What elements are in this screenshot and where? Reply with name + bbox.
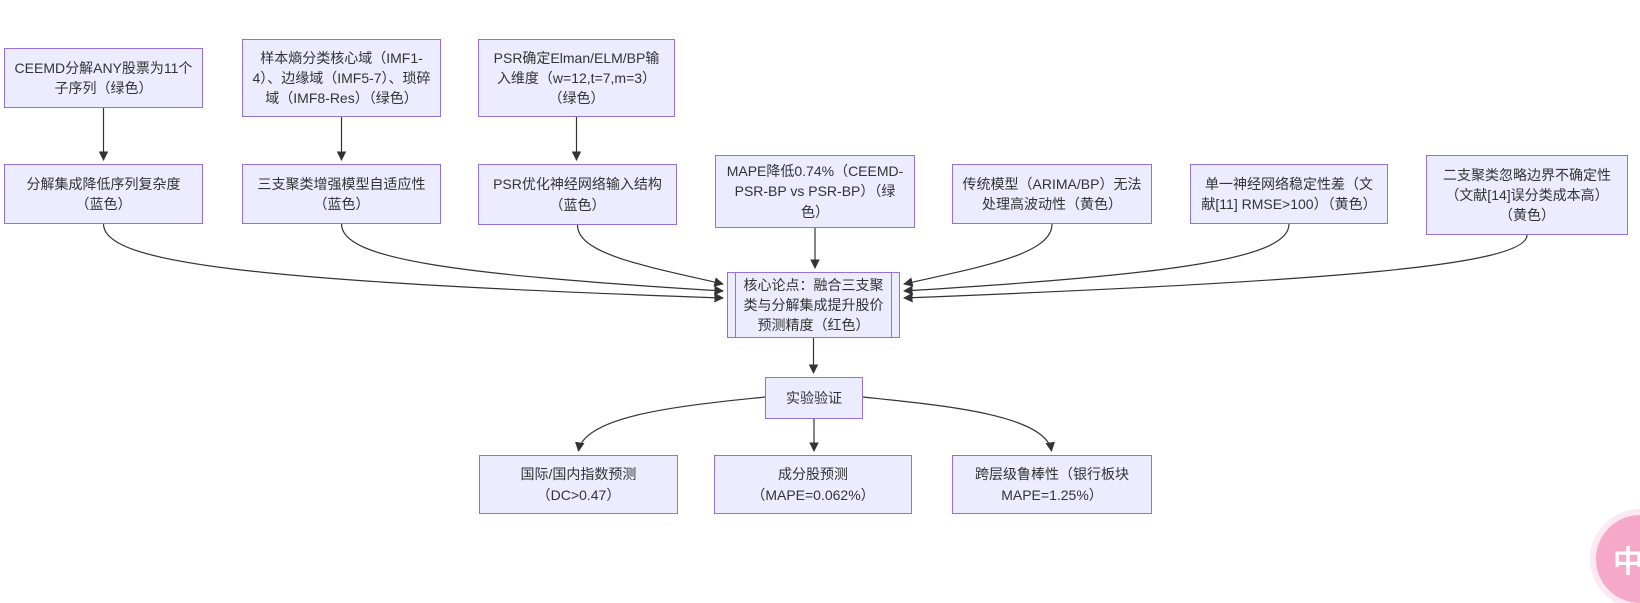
edge-decomp-core <box>102 223 724 303</box>
node-sample-entropy: 样本熵分类核心域（IMF1-4）、边缘域（IMF5-7）、琐碎域（IMF8-Re… <box>242 39 441 117</box>
node-cross-level-robustness: 跨层级鲁棒性（银行板块 MAPE=1.25%） <box>952 455 1152 514</box>
flowchart-canvas: CEEMD分解ANY股票为11个子序列（绿色） 样本熵分类核心域（IMF1-4）… <box>4 39 1640 603</box>
edge-psropt-core <box>576 224 724 287</box>
edge-exp-index <box>575 396 766 452</box>
node-mape-reduction: MAPE降低0.74%（CEEMD-PSR-BP vs PSR-BP）（绿色） <box>715 155 915 228</box>
node-constituent-stock-prediction: 成分股预测（MAPE=0.062%） <box>714 455 912 514</box>
edge-twoway-core <box>903 234 1528 303</box>
node-core-thesis: 核心论点：融合三支聚类与分解集成提升股价预测精度（红色） <box>727 272 900 338</box>
node-single-nn-instability: 单一神经网络稳定性差（文献[11] RMSE>100）（黄色） <box>1190 164 1388 224</box>
node-three-way-clustering: 三支聚类增强模型自适应性（蓝色） <box>242 164 441 224</box>
node-decomposition-benefit: 分解集成降低序列复杂度（蓝色） <box>4 164 203 224</box>
edge-trad-core <box>903 223 1053 287</box>
edge-threeway-core <box>340 223 724 296</box>
node-psr-input-dimension: PSR确定Elman/ELM/BP输入维度（w=12,t=7,m=3）（绿色） <box>478 39 675 117</box>
node-index-prediction: 国际/国内指数预测（DC>0.47） <box>479 455 678 514</box>
node-two-way-clustering-limit: 二支聚类忽略边界不确定性（文献[14]误分类成本高）（黄色） <box>1426 155 1628 235</box>
node-psr-optimization: PSR优化神经网络输入结构（蓝色） <box>478 164 677 225</box>
edge-exp-robust <box>862 396 1055 452</box>
edge-singlenn-core <box>903 223 1290 296</box>
node-ceemd-decompose: CEEMD分解ANY股票为11个子序列（绿色） <box>4 48 203 108</box>
translate-button[interactable]: 中A <box>1596 515 1640 603</box>
node-experiment-validation: 实验验证 <box>765 377 863 419</box>
node-traditional-model-limit: 传统模型（ARIMA/BP）无法处理高波动性（黄色） <box>952 164 1152 224</box>
